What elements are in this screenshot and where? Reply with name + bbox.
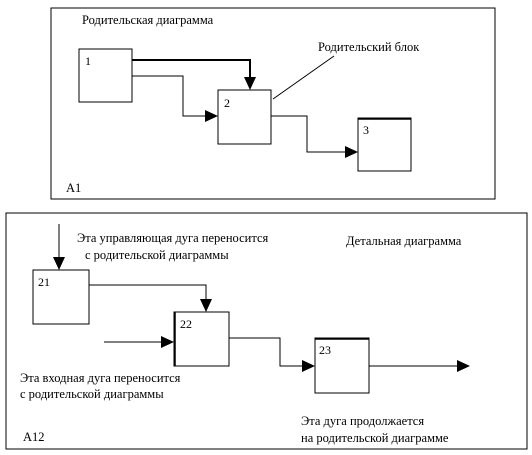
output-arc-note: Эта дуга продолжается на родительской ди… [301, 414, 449, 445]
parent-block-1 [78, 48, 133, 103]
parent-block-3 [357, 117, 412, 172]
detail-diagram-frame [5, 212, 528, 450]
detail-arc-21-22-arrowhead [200, 299, 212, 312]
control-arc-note-line-2: с родительской диаграммы [85, 248, 229, 262]
parent-block-callout-label: Родительский блок [318, 40, 420, 54]
parent-node-label: A1 [66, 181, 81, 195]
detail-block-23-number: 23 [319, 343, 331, 357]
parent-output-arc-2-3 [271, 115, 345, 153]
detail-arc-22-23 [229, 337, 302, 367]
parent-block-callout-line [272, 55, 335, 100]
detail-node-label: A12 [23, 430, 45, 444]
detail-arc-22-23-arrowhead [302, 360, 315, 372]
detail-arc-21-22 [89, 284, 207, 300]
parent-control-arc-1-2 [132, 59, 251, 78]
output-arc-note-line-1: Эта дуга продолжается [301, 414, 424, 428]
detail-block-22-number: 22 [180, 317, 192, 331]
parent-input-arrowhead [205, 110, 218, 122]
detail-block-21-number: 21 [38, 275, 50, 289]
input-arc-note-line-2: с родительской диаграммы [20, 387, 164, 401]
detail-block-21 [32, 269, 90, 325]
input-arc-note: Эта входная дуга переносится с родительс… [20, 371, 184, 401]
detail-block-23 [314, 337, 370, 394]
detail-block-22 [173, 311, 230, 367]
detail-diagram: Детальная диаграмма A12 Эта управляющая … [5, 212, 528, 450]
parent-block-2-number: 2 [224, 96, 230, 110]
detail-diagram-title: Детальная диаграмма [346, 234, 462, 248]
parent-block-1-number: 1 [85, 54, 91, 68]
control-arc-note-line-1: Эта управляющая дуга переносится [77, 231, 268, 245]
detail-control-arrowhead [53, 257, 65, 270]
input-arc-note-line-1: Эта входная дуга переносится [20, 371, 181, 385]
detail-output-arrowhead [457, 360, 470, 372]
control-arc-note: Эта управляющая дуга переносится с родит… [77, 231, 271, 262]
parent-block-2 [217, 89, 272, 145]
parent-diagram-title: Родительская диаграмма [82, 13, 214, 27]
parent-input-arc-1-2 [132, 75, 205, 117]
parent-block-3-number: 3 [363, 123, 369, 137]
parent-output-arrowhead [345, 146, 358, 158]
parent-diagram-frame [50, 7, 496, 200]
output-arc-note-line-2: на родительской диаграмме [301, 431, 449, 445]
detail-input-arrowhead [161, 336, 174, 348]
parent-control-arrowhead [244, 77, 256, 90]
parent-diagram: Родительская диаграмма A1 1 2 3 Родитель… [50, 7, 496, 200]
